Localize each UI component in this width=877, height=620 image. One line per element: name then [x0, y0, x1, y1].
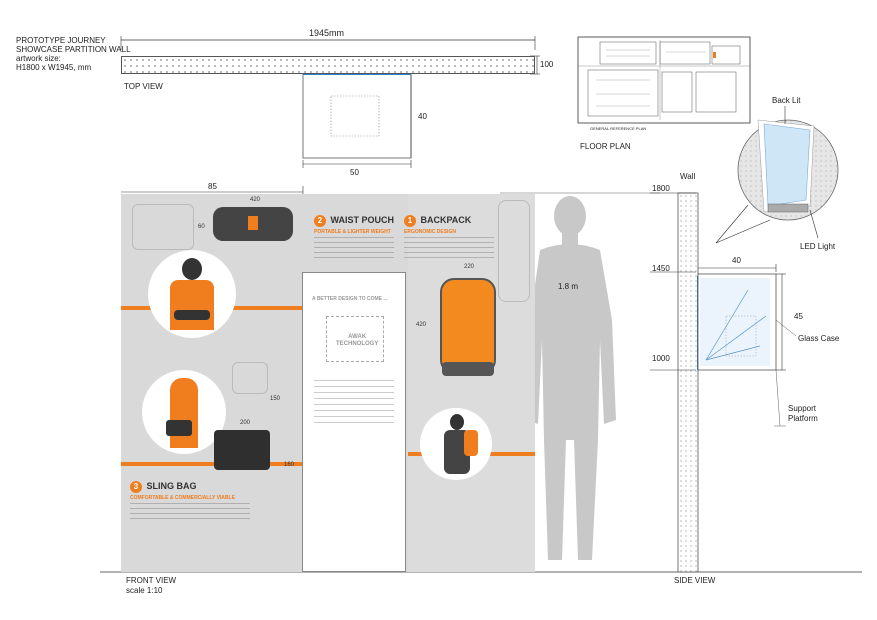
waist-pouch-number: 2 [314, 215, 326, 227]
drawing-title: PROTOTYPE JOURNEY SHOWCASE PARTITION WAL… [16, 36, 131, 72]
center-logo: AWAK TECHNOLOGY [336, 334, 378, 348]
waist-pouch-block: 2 WAIST POUCH PORTABLE & LIGHTER WEIGHT [314, 210, 394, 259]
orange-band-left-bottom [121, 462, 302, 466]
backpack-title: BACKPACK [420, 215, 472, 225]
title-line-1: PROTOTYPE JOURNEY [16, 36, 106, 45]
title-line-2: SHOWCASE PARTITION WALL [16, 45, 131, 54]
artwork-size: H1800 x W1945, mm [16, 63, 92, 72]
person-height: 1.8 m [558, 282, 579, 291]
sling-bag-title: SLING BAG [146, 481, 197, 491]
sling-bag-copy [130, 503, 250, 519]
artwork-label: artwork size: [16, 54, 61, 63]
sling-bag-model-circle [142, 370, 226, 454]
waist-pouch-copy [314, 237, 394, 259]
top-depth-dim: 100 [540, 60, 554, 69]
sling-bag-sketch [232, 362, 268, 394]
center-logo-line2: TECHNOLOGY [336, 341, 379, 347]
center-logo-box [326, 316, 384, 362]
sling-bag-width: 200 [240, 420, 251, 426]
backpack-image [440, 278, 496, 374]
sling-bag-block: 3 SLING BAG COMFORTABLE & COMMERCIALLY V… [130, 476, 250, 519]
height-1800: 1800 [652, 184, 670, 193]
center-bullet-list [314, 380, 394, 426]
backpack-base [442, 362, 494, 376]
sling-bag-image [214, 430, 270, 470]
waist-pouch-sketch [132, 204, 194, 250]
support-platform-label: Support Platform [788, 404, 818, 424]
back-lit-label: Back Lit [772, 96, 801, 105]
backpack-height: 420 [416, 322, 427, 328]
human-silhouette [526, 196, 616, 560]
waist-pouch-model-circle [148, 250, 236, 338]
floor-plan-caption: GENERAL REFERENCE PLAN [590, 126, 647, 131]
sling-bag-height: 160 [284, 462, 295, 468]
case-width-dim: 40 [732, 256, 741, 265]
sling-bag-number: 3 [130, 481, 142, 493]
top-view-plank [121, 56, 535, 74]
center-logo-line1: AWAK [348, 334, 367, 340]
center-headline: A BETTER DESIGN TO COME ... [312, 296, 388, 302]
backpack-number: 1 [404, 215, 416, 227]
floor-plan-label: FLOOR PLAN [580, 142, 631, 151]
backpack-block: 1 BACKPACK ERGONOMIC DESIGN [404, 210, 494, 259]
front-view-label: FRONT VIEW [126, 576, 177, 585]
box-depth-dim: 40 [418, 112, 427, 121]
waist-pouch-height: 60 [198, 224, 205, 230]
front-view-scale: scale 1:10 [126, 586, 163, 595]
height-1000: 1000 [652, 354, 670, 363]
support-line-1: Support [788, 404, 817, 413]
backpack-subtitle: ERGONOMIC DESIGN [404, 229, 456, 235]
case-depth-dim: 45 [794, 312, 803, 321]
box-width-dim: 50 [350, 168, 359, 177]
backpack-width: 220 [464, 264, 475, 270]
led-light-label: LED Light [800, 242, 836, 251]
waist-pouch-title: WAIST POUCH [330, 215, 394, 225]
backpack-sketch [498, 200, 530, 302]
glass-case-label: Glass Case [798, 334, 840, 343]
sling-bag-depth: 150 [270, 396, 281, 402]
top-width-dim: 1945mm [309, 28, 345, 38]
waist-pouch-subtitle: PORTABLE & LIGHTER WEIGHT [314, 229, 391, 235]
offset-dim: 85 [208, 182, 217, 191]
top-view-label: TOP VIEW [124, 82, 163, 91]
floor-plan-drawing [577, 36, 751, 124]
height-1450: 1450 [652, 264, 670, 273]
waist-pouch-width: 420 [250, 197, 261, 203]
side-view-label: SIDE VIEW [674, 576, 716, 585]
waist-pouch-logo [248, 216, 258, 230]
sling-bag-subtitle: COMFORTABLE & COMMERCIALLY VIABLE [130, 495, 235, 501]
backpack-model-circle [420, 408, 492, 480]
support-line-2: Platform [788, 414, 818, 423]
wall-label: Wall [680, 172, 696, 181]
backpack-copy [404, 237, 494, 259]
